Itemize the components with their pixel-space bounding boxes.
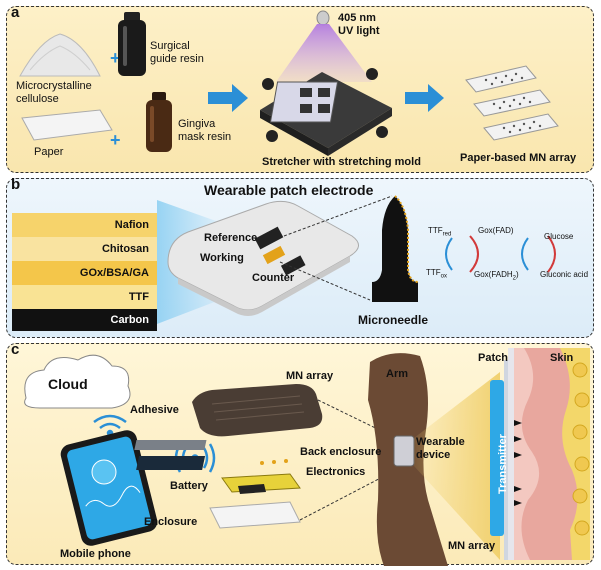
uv-beam [276, 24, 372, 82]
arm-label: Arm [386, 368, 409, 380]
process-arrow-1 [208, 84, 248, 112]
layer-gox-bsa-ga: GOx/BSA/GA [12, 261, 157, 285]
ttf-ox-text: TTF [426, 268, 441, 277]
paper-mn-arrays [465, 65, 559, 141]
stretcher-device [260, 68, 392, 156]
uv-lamp-icon [316, 10, 330, 26]
gox-fadh2-text: Gox(FADH [474, 270, 513, 279]
gox-fadh2-sub: 2 [512, 275, 517, 282]
ttf-red-sub: red [442, 231, 452, 238]
battery-label: Battery [170, 480, 208, 492]
gox-fadh2-end: ) [516, 270, 519, 279]
mn-array-label-c: MN array [286, 370, 334, 382]
layer-nafion: Nafion [12, 213, 157, 237]
panel-c-label: c [11, 341, 20, 358]
mn-array-label-skin: MN array [448, 540, 496, 552]
paper-label: Paper [34, 146, 64, 158]
mn-array-label-a: Paper-based MN array [460, 152, 577, 164]
working-label: Working [200, 252, 244, 264]
surgical-resin-label: Surgical guide resin [150, 40, 204, 65]
gingiva-resin-text: Gingiva mask resin [178, 118, 232, 143]
layer-carbon: Carbon [12, 309, 157, 331]
gluconic-acid-label: Gluconic acid [540, 270, 589, 279]
plus-icon-2: + [110, 130, 121, 150]
exploded-device [134, 384, 323, 529]
glucose-label: Glucose [544, 232, 574, 241]
uv-light-text: 405 nm UV light [338, 12, 380, 37]
redox-cycle [445, 235, 556, 273]
cloud-icon [24, 354, 131, 409]
microneedle-shape [372, 195, 419, 302]
wearable-device-label: Wearable device [416, 436, 465, 461]
cellulose-powder [19, 33, 101, 77]
panel-b-label: b [11, 176, 21, 193]
patch-electrode-title: Wearable patch electrode [204, 182, 374, 198]
panel-a-label: a [11, 4, 20, 21]
mcc-label: Microcrystalline cellulose [16, 80, 92, 105]
process-arrow-2 [405, 84, 444, 112]
stretcher-label: Stretcher with stretching mold [262, 156, 421, 168]
microneedle-label: Microneedle [358, 313, 429, 327]
layer-chitosan: Chitosan [12, 237, 157, 261]
skin-cross-section [508, 348, 590, 560]
layer-ttf: TTF [12, 285, 157, 309]
ttf-ox-label: TTFox [426, 268, 447, 280]
surgical-resin-bottle [118, 12, 146, 76]
enclosure-label: Enclosure [144, 516, 198, 528]
ttf-red-text: TTF [428, 226, 443, 235]
transmitter-bar [490, 380, 504, 536]
ttf-red-label: TTFred [428, 226, 451, 238]
plus-icon-1: + [110, 48, 121, 68]
gox-fad-label: Gox(FAD) [478, 226, 514, 235]
transmitter-label: Transmitter [497, 434, 509, 494]
mobile-phone-label: Mobile phone [60, 548, 131, 560]
adhesive-label: Adhesive [130, 404, 179, 416]
electronics-label: Electronics [306, 466, 366, 478]
ttf-ox-sub: ox [440, 273, 448, 280]
reference-label: Reference [204, 232, 258, 244]
paper-sheet [21, 109, 113, 141]
patch-electrode [167, 200, 359, 316]
uv-light-label: 405 nm UV light [338, 12, 380, 37]
counter-label: Counter [252, 272, 295, 284]
zoom-beam-c [414, 372, 500, 560]
back-enclosure-label: Back enclosure [300, 446, 382, 458]
mobile-phone [60, 430, 158, 546]
skin-label: Skin [550, 352, 574, 364]
surgical-resin-text: Surgical guide resin [150, 40, 204, 65]
gingiva-resin-bottle [146, 92, 172, 152]
wearable-device-text: Wearable device [416, 436, 465, 461]
cloud-label: Cloud [48, 376, 88, 392]
gox-fadh2-label: Gox(FADH2) [474, 270, 519, 282]
patch-base [504, 360, 508, 560]
wearable-device-on-arm [393, 435, 415, 467]
mcc-text: Microcrystalline cellulose [16, 80, 92, 105]
patch-label: Patch [478, 352, 508, 364]
gingiva-resin-label: Gingiva mask resin [178, 118, 231, 143]
